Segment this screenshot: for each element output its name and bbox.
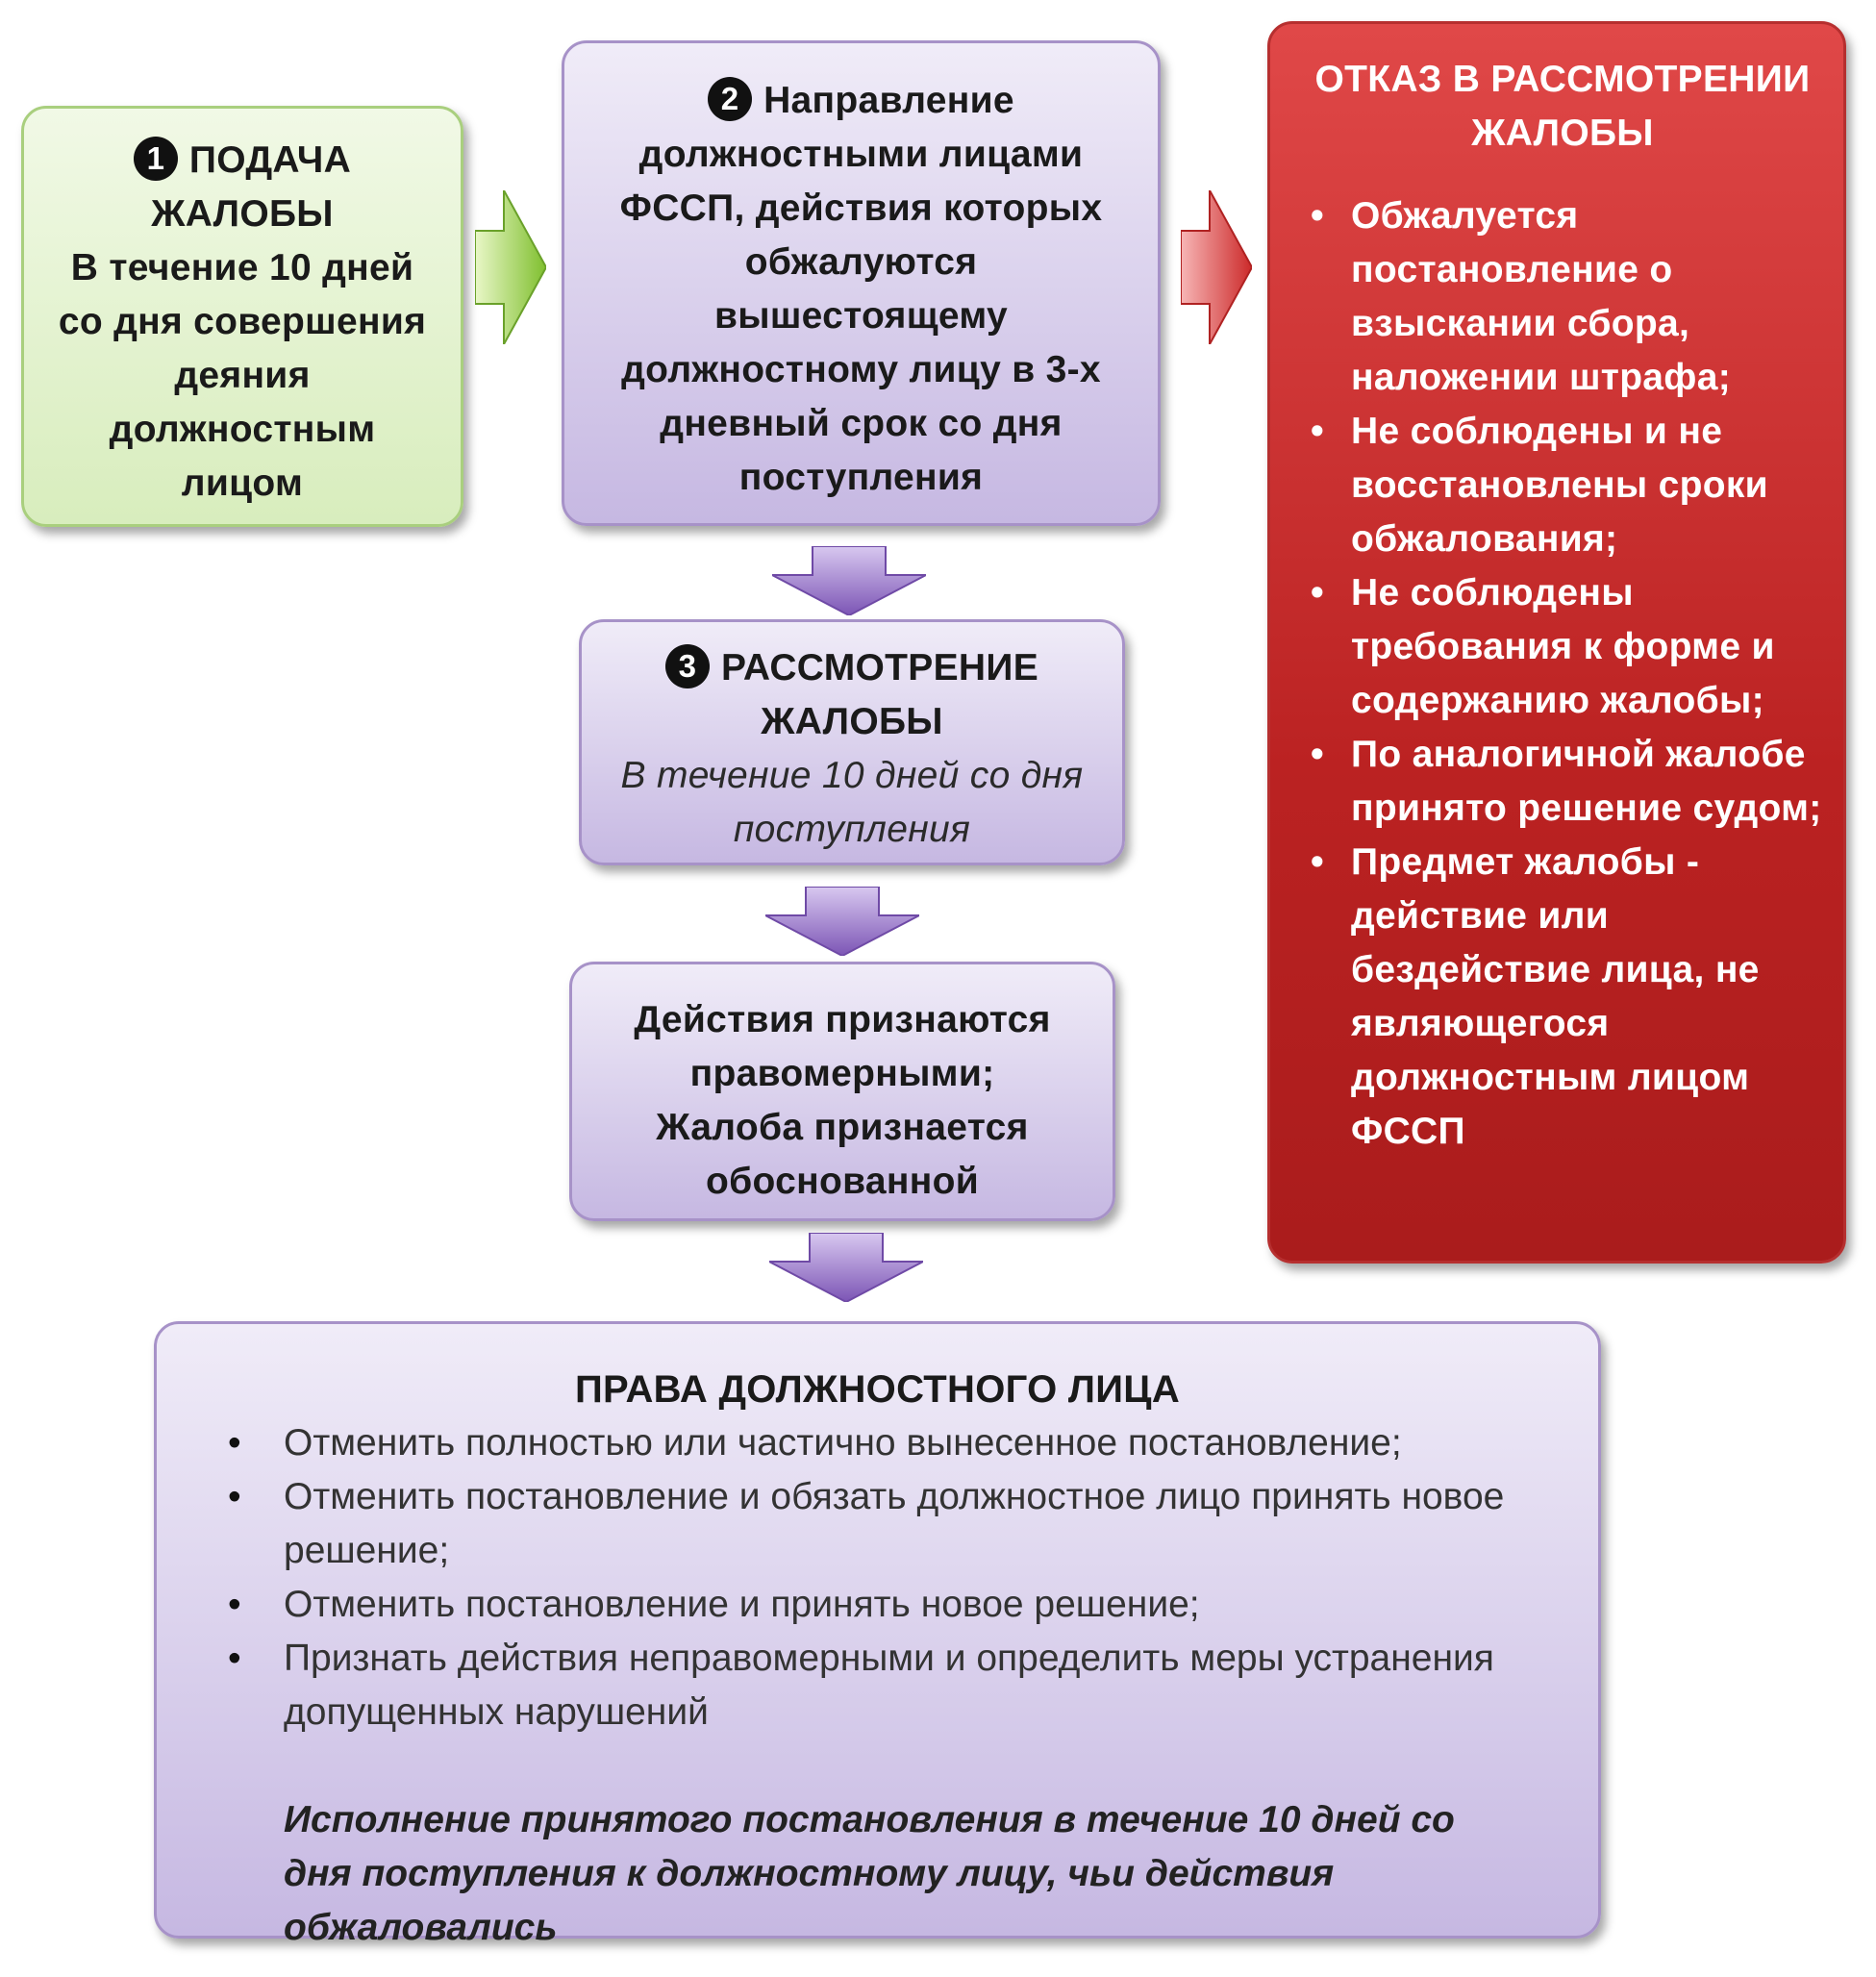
rights-box: ПРАВА ДОЛЖНОСТНОГО ЛИЦА • Отменить полно… bbox=[154, 1321, 1601, 1948]
refusal-item: • Не соблюдены и не восстановлены сроки … bbox=[1291, 405, 1834, 566]
refusal-title: ОТКАЗ В РАССМОТРЕНИИ ЖАЛОБЫ bbox=[1314, 59, 1811, 154]
bullet-icon: • bbox=[228, 1422, 241, 1464]
step1-number-badge: 1 bbox=[133, 136, 178, 181]
bullet-icon: • bbox=[228, 1476, 241, 1517]
step2-body: Направление должностными лицами ФССП, де… bbox=[619, 80, 1103, 498]
step1-body: В течение 10 дней со дня совершения деян… bbox=[58, 247, 427, 504]
step2-number-badge: 2 bbox=[708, 76, 753, 121]
refusal-item-text: По аналогичной жалобе принято решение су… bbox=[1351, 734, 1822, 829]
rights-title: ПРАВА ДОЛЖНОСТНОГО ЛИЦА bbox=[574, 1368, 1181, 1411]
refusal-item: • По аналогичной жалобе принято решение … bbox=[1291, 728, 1834, 836]
rights-item: • Признать действия неправомерными и опр… bbox=[214, 1632, 1540, 1739]
refusal-item-text: Не соблюдены требования к форме и содерж… bbox=[1351, 572, 1775, 721]
purple-down-arrow-icon bbox=[765, 887, 919, 956]
bullet-icon: • bbox=[1311, 841, 1324, 883]
refusal-item: • Не соблюдены требования к форме и соде… bbox=[1291, 566, 1834, 728]
step1-title: ПОДАЧА ЖАЛОБЫ bbox=[151, 139, 352, 235]
refusal-item: • Обжалуется постановление о взыскании с… bbox=[1291, 189, 1834, 405]
rights-item-text: Отменить постановление и принять новое р… bbox=[284, 1584, 1200, 1625]
step3-title: РАССМОТРЕНИЕ ЖАЛОБЫ bbox=[720, 647, 1039, 742]
refusal-list: • Обжалуется постановление о взыскании с… bbox=[1291, 189, 1834, 1159]
refusal-item-text: Обжалуется постановление о взыскании сбо… bbox=[1351, 195, 1732, 398]
rights-item-text: Отменить постановление и обязать должнос… bbox=[284, 1476, 1505, 1571]
rights-item: • Отменить постановление и принять новое… bbox=[214, 1578, 1540, 1632]
rights-item: • Отменить полностью или частично вынесе… bbox=[214, 1416, 1540, 1470]
step3-body: В течение 10 дней со дня поступления bbox=[620, 755, 1084, 850]
refusal-item-text: Предмет жалобы - действие или бездействи… bbox=[1351, 841, 1760, 1152]
purple-down-arrow-icon bbox=[772, 546, 926, 615]
step3-number-badge: 3 bbox=[664, 643, 710, 688]
refusal-box: ОТКАЗ В РАССМОТРЕНИИ ЖАЛОБЫ • Обжалуется… bbox=[1267, 21, 1846, 1264]
rights-item-text: Отменить полностью или частично вынесенн… bbox=[284, 1422, 1402, 1464]
bullet-icon: • bbox=[1311, 572, 1324, 613]
green-right-arrow-icon bbox=[475, 190, 546, 344]
rights-list: • Отменить полностью или частично вынесе… bbox=[214, 1416, 1540, 1739]
red-right-arrow-icon bbox=[1181, 190, 1252, 344]
refusal-item: • Предмет жалобы - действие или бездейст… bbox=[1291, 836, 1834, 1159]
rights-item: • Отменить постановление и обязать должн… bbox=[214, 1470, 1540, 1578]
bullet-icon: • bbox=[1311, 195, 1324, 237]
rights-item-text: Признать действия неправомерными и опред… bbox=[284, 1638, 1494, 1733]
refusal-item-text: Не соблюдены и не восстановлены сроки об… bbox=[1351, 411, 1768, 560]
result-line2: Жалоба признается обоснованной bbox=[656, 1107, 1029, 1202]
result-line1: Действия признаются правомерными; bbox=[634, 999, 1051, 1094]
result-box: Действия признаются правомерными; Жалоба… bbox=[569, 962, 1115, 1221]
purple-down-arrow-icon bbox=[769, 1233, 923, 1302]
bullet-icon: • bbox=[228, 1638, 241, 1679]
bullet-icon: • bbox=[1311, 734, 1324, 775]
bullet-icon: • bbox=[228, 1584, 241, 1625]
rights-note: Исполнение принятого постановления в теч… bbox=[284, 1799, 1455, 1948]
bullet-icon: • bbox=[1311, 411, 1324, 452]
